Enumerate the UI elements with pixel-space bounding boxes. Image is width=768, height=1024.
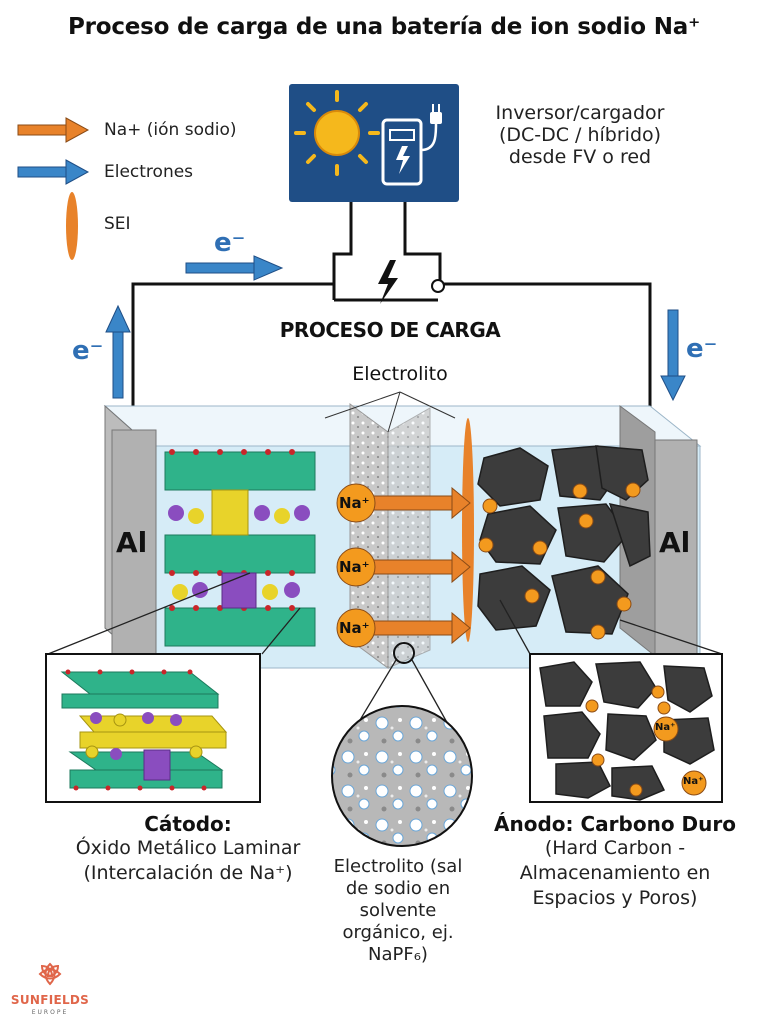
anode-inset-sodium-dots	[585, 685, 707, 797]
legend-electrons-label: Electrones	[104, 162, 194, 182]
electrolyte-line: de sodio en	[345, 878, 451, 899]
legend-sodium-label: Na+ (ión sodio)	[104, 120, 237, 140]
inverter-icon	[381, 104, 442, 186]
anode-line: Espacios y Poros)	[532, 887, 698, 909]
charger-label: Inversor/cargador (DC-DC / híbrido) desd…	[470, 102, 690, 168]
sodium-arrows	[361, 486, 471, 645]
sodium-ion-label: Na⁺	[339, 494, 370, 512]
cathode-title: Cátodo:	[144, 812, 232, 836]
sodium-ion-label: Na⁺	[339, 558, 370, 576]
cathode-zoom-lines	[47, 572, 301, 655]
electron-label-right: e⁻	[686, 334, 718, 364]
anode-line: (Hard Carbon -	[544, 837, 686, 859]
electrolyte-zoom-circle	[331, 705, 473, 847]
legend-sei-label: SEI	[104, 214, 131, 234]
charger-line: (DC-DC / híbrido)	[498, 124, 662, 146]
anode-title: Ánodo: Carbono Duro	[494, 812, 736, 836]
legend-electron-arrow	[17, 159, 90, 185]
electrolyte-line: NaPF₆)	[368, 944, 428, 965]
electrolyte-line: Electrolito (sal	[333, 856, 463, 877]
diagram-title: Proceso de carga de una batería de ion s…	[67, 14, 701, 40]
electrolyte-zoom-origin	[393, 642, 415, 664]
charger-line: desde FV o red	[508, 146, 652, 168]
switch-node	[431, 279, 445, 293]
legend-sei-shape	[66, 192, 78, 260]
anode-inset-structure	[539, 661, 715, 801]
anode-line: Almacenamiento en	[519, 862, 711, 884]
lightning-icon	[378, 260, 398, 304]
electrolyte-line: orgánico, ej.	[342, 922, 454, 943]
sodium-ion-balls	[336, 483, 376, 648]
electrolyte-pointer-lines	[324, 391, 456, 433]
cathode-line: (Intercalación de Na⁺)	[83, 862, 293, 884]
brand-subtitle: EUROPE	[31, 1009, 69, 1016]
charger-line: Inversor/cargador	[495, 102, 665, 124]
cathode-inset-structure	[60, 669, 228, 791]
left-collector	[104, 404, 157, 670]
charger-box	[289, 84, 459, 202]
electrolyte-description: Electrolito (sal de sodio en solvente or…	[298, 856, 498, 966]
electron-arrow-left	[105, 304, 131, 399]
anode-zoom-lines	[499, 599, 723, 655]
cathode-description: Óxido Metálico Laminar (Intercalación de…	[20, 836, 356, 886]
brand-name: SUNFIELDS	[10, 993, 90, 1007]
brand-logo-icon	[38, 962, 62, 986]
legend-sodium-arrow	[17, 117, 90, 143]
electron-label-top: e⁻	[214, 228, 246, 258]
inset-sodium-ion-label: Na⁺	[655, 722, 676, 733]
collector-label-right: Al	[659, 526, 691, 559]
electron-arrow-top	[185, 255, 284, 281]
electrolyte-line: solvente	[359, 900, 437, 921]
sun-icon	[294, 90, 380, 176]
collector-label-left: Al	[116, 526, 148, 559]
inset-sodium-ion-label: Na⁺	[683, 776, 704, 787]
cathode-line: Óxido Metálico Laminar	[75, 837, 301, 859]
anode-description: (Hard Carbon - Almacenamiento en Espacio…	[470, 836, 760, 911]
process-label: PROCESO DE CARGA	[279, 318, 501, 342]
electrolyte-top-label: Electrolito	[352, 363, 448, 385]
circuit-wires	[131, 202, 652, 420]
cathode-structure	[164, 449, 316, 647]
sodium-ion-label: Na⁺	[339, 619, 370, 637]
electron-arrow-right	[660, 309, 686, 402]
anode-sodium-dots	[478, 482, 641, 640]
sei-layer	[462, 418, 474, 642]
electron-label-left: e⁻	[72, 336, 104, 366]
